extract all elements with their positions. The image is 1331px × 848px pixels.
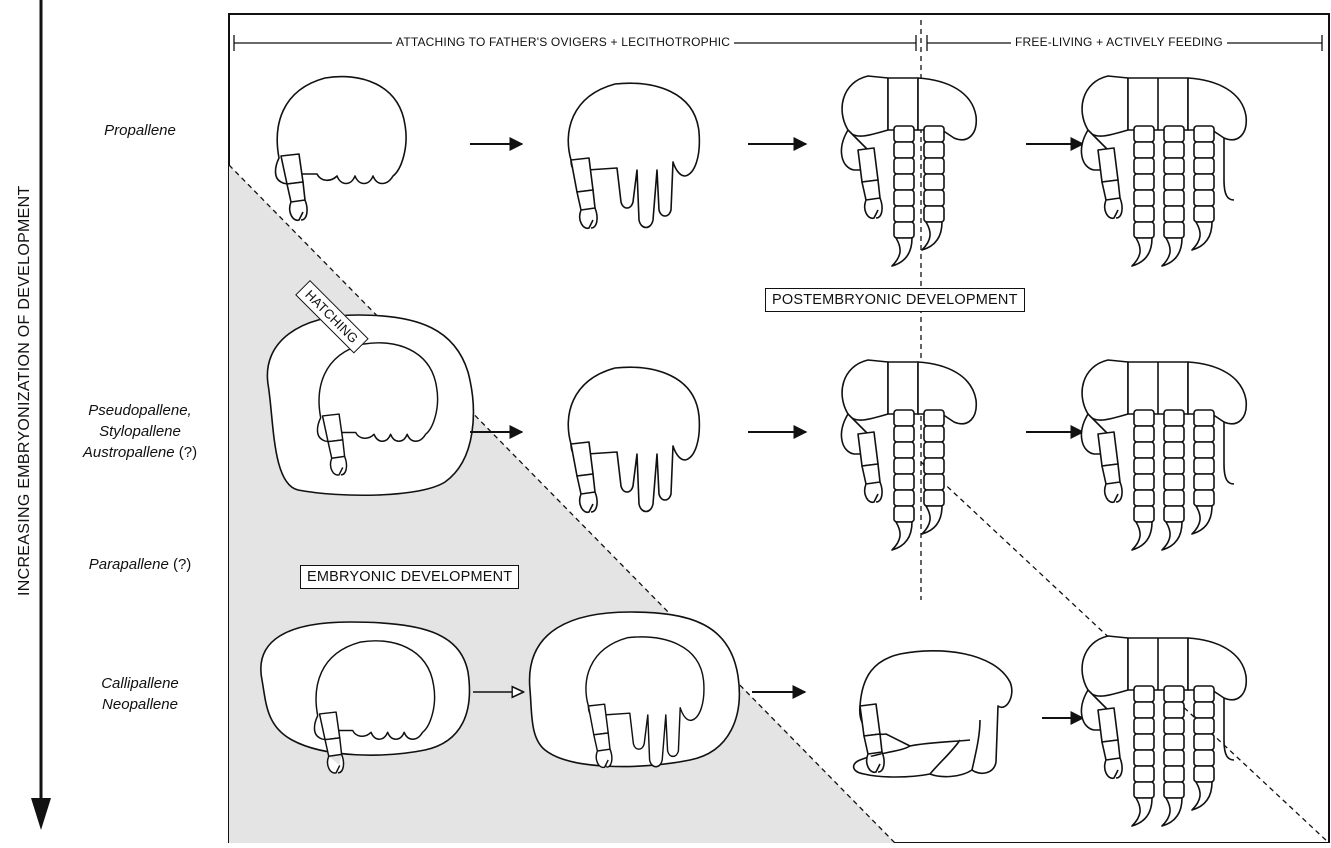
header-left-span-label: ATTACHING TO FATHER'S OVIGERS + LECITHOT… bbox=[392, 35, 734, 49]
row-label-parapallene-text: Parapallene bbox=[89, 556, 169, 573]
uncertainty-marker: (?) bbox=[175, 444, 198, 461]
row-label-propallene-text: Propallene bbox=[104, 122, 176, 139]
row-label-callipallene-text: Callipallene bbox=[101, 675, 179, 692]
uncertainty-marker: (?) bbox=[169, 556, 192, 573]
row-label-pseudopallene-group: Pseudopallene, Stylopallene Austropallen… bbox=[40, 400, 240, 463]
row-label-propallene: Propallene bbox=[40, 120, 240, 141]
row-label-pseudopallene-text: Pseudopallene, bbox=[88, 402, 191, 419]
postembryonic-development-label: POSTEMBRYONIC DEVELOPMENT bbox=[765, 288, 1025, 312]
row-label-austropallene-text: Austropallene bbox=[83, 444, 175, 461]
row-label-callipallene-group: Callipallene Neopallene bbox=[40, 673, 240, 715]
row-label-neopallene-text: Neopallene bbox=[102, 696, 178, 713]
row-label-stylopallene-text: Stylopallene bbox=[99, 423, 181, 440]
header-right-span-label: FREE-LIVING + ACTIVELY FEEDING bbox=[1011, 35, 1227, 49]
row-label-parapallene: Parapallene (?) bbox=[40, 554, 240, 575]
embryonic-development-label: EMBRYONIC DEVELOPMENT bbox=[300, 565, 519, 589]
axis-label: INCREASING EMBRYONIZATION OF DEVELOPMENT bbox=[16, 185, 34, 596]
callipallene-hatched-larva bbox=[854, 651, 1012, 777]
